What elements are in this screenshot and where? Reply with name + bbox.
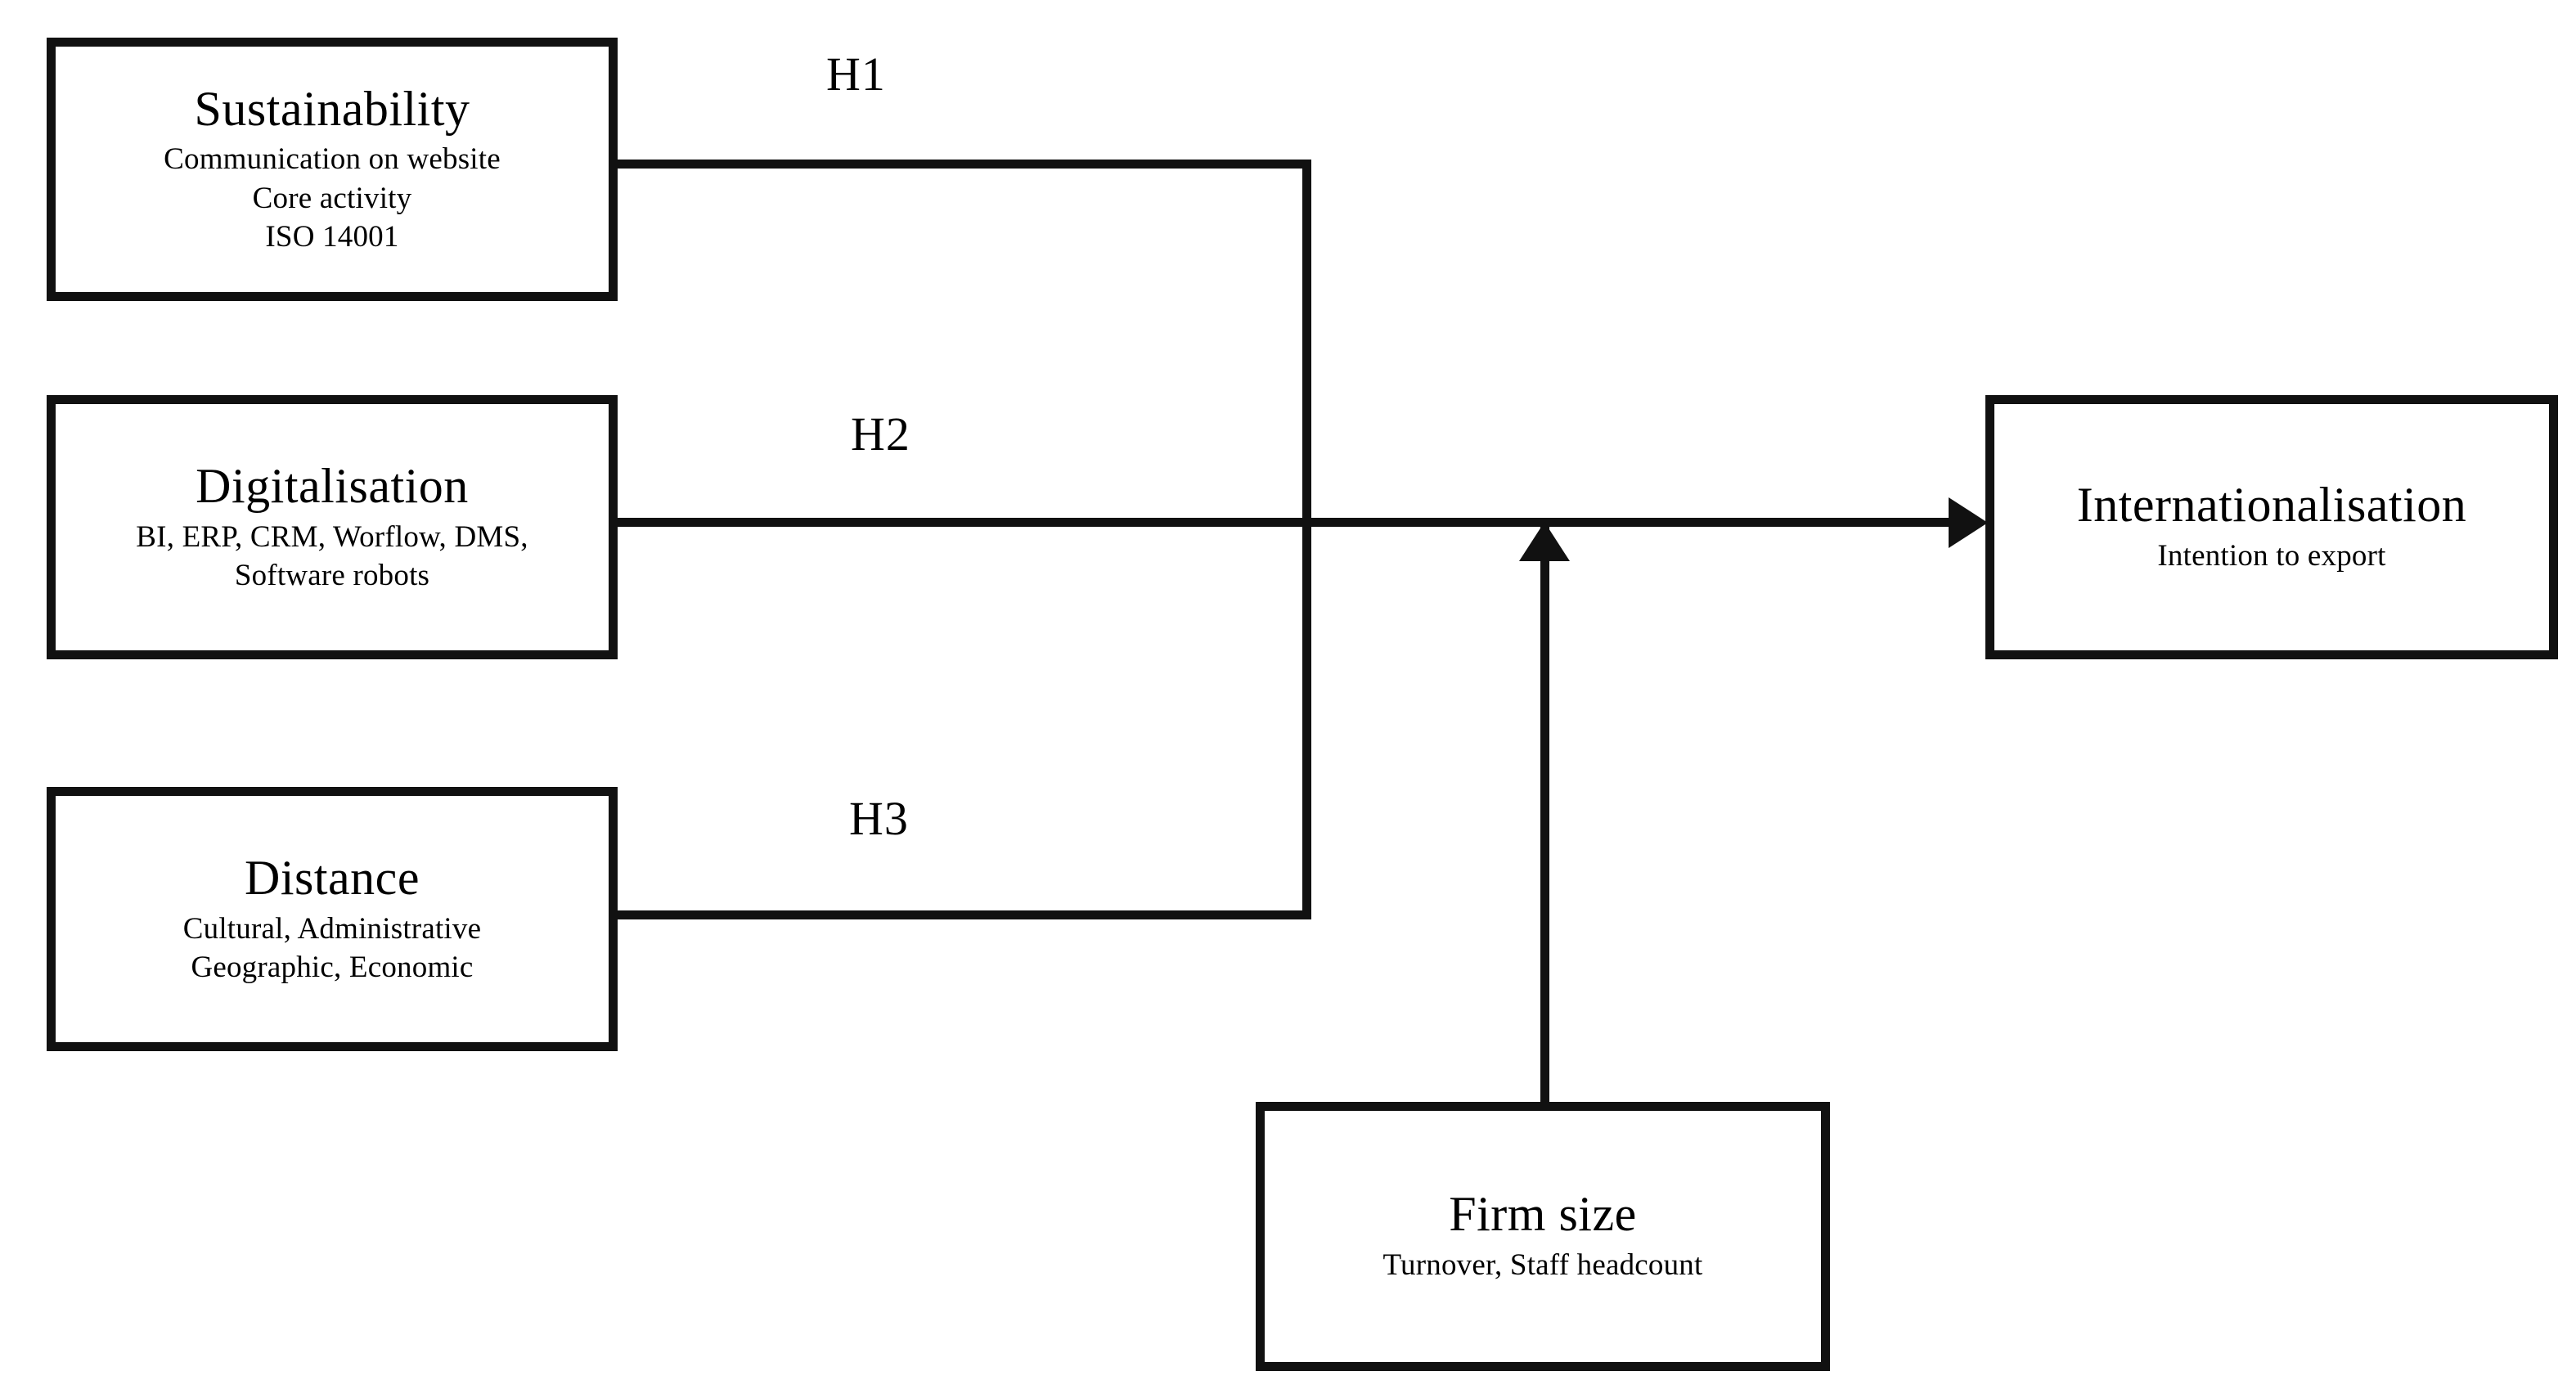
node-title-digitalisation: Digitalisation xyxy=(196,458,469,513)
node-item: BI, ERP, CRM, Worflow, DMS, xyxy=(136,519,528,554)
node-title-sustainability: Sustainability xyxy=(194,81,470,136)
edge-moderator-stem xyxy=(1540,522,1549,1104)
node-internationalisation[interactable]: Internationalisation Intention to export xyxy=(1985,395,2558,659)
hypothesis-label-h1: H1 xyxy=(826,47,886,101)
node-title-distance: Distance xyxy=(245,850,420,905)
node-item: Geographic, Economic xyxy=(191,950,474,984)
edge-h1-horizontal xyxy=(614,160,1311,169)
node-items-sustainability: Communication on website Core activity I… xyxy=(164,140,501,256)
edge-h3-horizontal xyxy=(614,910,1311,919)
node-item: ISO 14001 xyxy=(265,220,399,254)
edge-h2-horizontal xyxy=(614,518,1955,527)
node-title-firm-size: Firm size xyxy=(1449,1187,1637,1242)
node-firm-size[interactable]: Firm size Turnover, Staff headcount xyxy=(1256,1102,1830,1371)
node-item: Core activity xyxy=(252,181,412,215)
node-item: Turnover, Staff headcount xyxy=(1382,1248,1703,1283)
node-item: Intention to export xyxy=(2157,539,2386,573)
node-distance[interactable]: Distance Cultural, Administrative Geogra… xyxy=(47,787,618,1051)
node-items-digitalisation: BI, ERP, CRM, Worflow, DMS, Software rob… xyxy=(136,518,528,596)
node-item: Software robots xyxy=(234,558,430,592)
arrowhead-up-icon xyxy=(1519,522,1570,561)
node-sustainability[interactable]: Sustainability Communication on website … xyxy=(47,38,618,301)
node-digitalisation[interactable]: Digitalisation BI, ERP, CRM, Worflow, DM… xyxy=(47,395,618,659)
node-items-internationalisation: Intention to export xyxy=(2157,537,2385,575)
node-item: Communication on website xyxy=(164,142,501,177)
node-title-internationalisation: Internationalisation xyxy=(2076,478,2467,533)
node-items-firm-size: Turnover, Staff headcount xyxy=(1383,1246,1703,1284)
node-item: Cultural, Administrative xyxy=(182,911,482,946)
hypothesis-label-h3: H3 xyxy=(849,792,909,845)
hypothesis-label-h2: H2 xyxy=(851,407,910,461)
edge-collector-bus-vertical xyxy=(1302,160,1311,919)
node-items-distance: Cultural, Administrative Geographic, Eco… xyxy=(183,910,481,987)
arrowhead-right-icon xyxy=(1949,497,1988,548)
